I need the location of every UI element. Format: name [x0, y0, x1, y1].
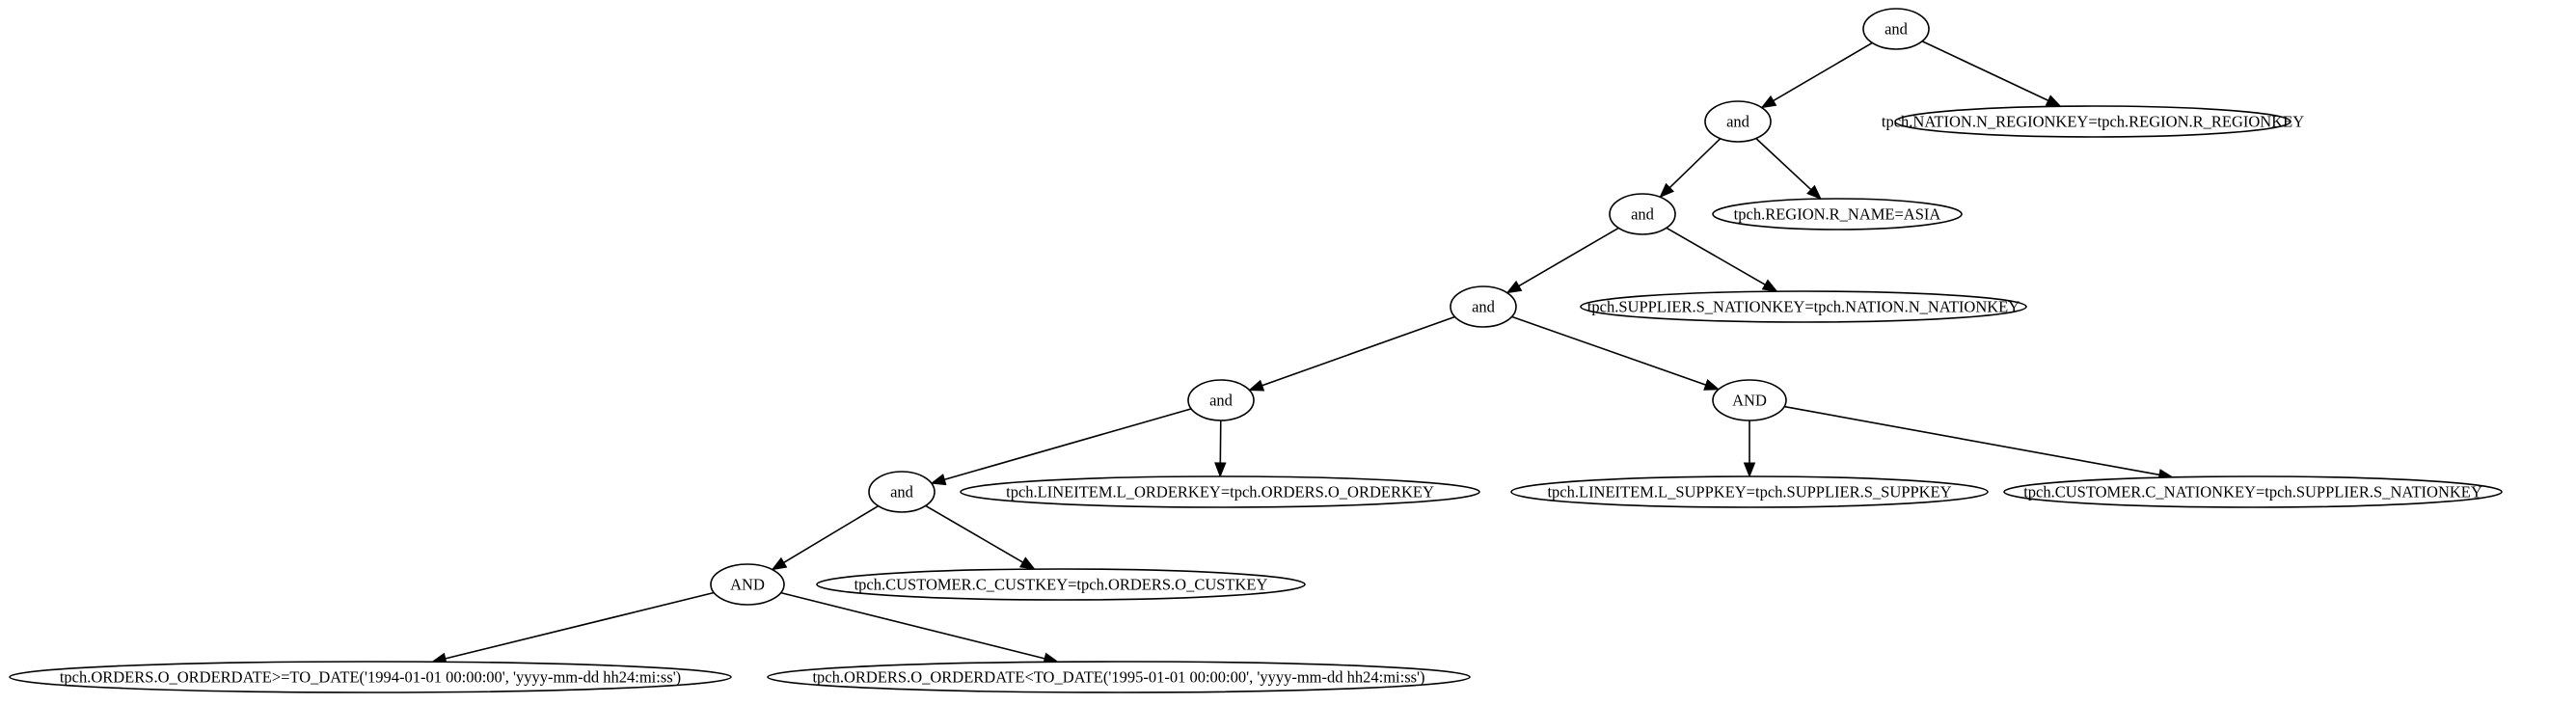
node-ellipse [1862, 8, 1930, 50]
node-label: tpch.NATION.N_REGIONKEY=tpch.REGION.R_RE… [1882, 113, 2304, 131]
node-ellipse [767, 661, 1471, 693]
node-ellipse [1712, 198, 1963, 230]
tree-node: and [1704, 100, 1772, 143]
edge-arrowhead [1760, 95, 1777, 109]
edge-line [1773, 41, 1873, 102]
node-label: and [1472, 298, 1496, 316]
tree-node: tpch.CUSTOMER.C_CUSTKEY=tpch.ORDERS.O_CU… [816, 568, 1306, 601]
edge-line [1666, 227, 1766, 285]
edge-line [1783, 405, 2160, 476]
node-label: tpch.ORDERS.O_ORDERDATE>=TO_DATE('1994-0… [60, 668, 681, 687]
node-label: AND [1732, 392, 1767, 410]
node-label: tpch.SUPPLIER.S_NATIONKEY=tpch.NATION.N_… [1587, 298, 2020, 316]
node-ellipse [1894, 105, 2291, 138]
node-label: and [1885, 20, 1909, 39]
tree-node: tpch.LINEITEM.L_SUPPKEY=tpch.SUPPLIER.S_… [1510, 475, 1989, 508]
tree-node: and [1187, 379, 1255, 421]
edge-line [944, 408, 1192, 481]
edges-layer [430, 41, 2175, 664]
node-ellipse [9, 661, 732, 693]
tree-node: tpch.SUPPLIER.S_NATIONKEY=tpch.NATION.N_… [1580, 290, 2027, 323]
edge-arrowhead [771, 556, 788, 571]
tree-node: and [1450, 285, 1517, 328]
edge-arrowhead [1018, 556, 1036, 570]
nodes-layer: and tpch.NATION.N_REGIONKEY=tpch.REGION.R… [9, 8, 2503, 693]
edge-arrowhead [1248, 379, 1265, 392]
node-ellipse [1609, 193, 1676, 235]
node-label: tpch.CUSTOMER.C_NATIONKEY=tpch.SUPPLIER.… [2023, 483, 2482, 502]
edge-line [1261, 315, 1455, 387]
edge-line [1511, 315, 1706, 386]
edge-arrowhead [1214, 462, 1227, 478]
node-ellipse [1450, 285, 1517, 328]
node-label: tpch.LINEITEM.L_SUPPKEY=tpch.SUPPLIER.S_… [1547, 483, 1951, 502]
node-label: AND [730, 576, 765, 594]
edge-line [783, 504, 880, 564]
edge-arrowhead [1761, 279, 1778, 292]
node-ellipse [960, 475, 1480, 508]
edge-arrowhead [1703, 379, 1721, 391]
node-ellipse [1187, 379, 1255, 421]
tree-node: tpch.NATION.N_REGIONKEY=tpch.REGION.R_RE… [1882, 105, 2304, 138]
tree-node: AND [710, 563, 785, 606]
tree-node: tpch.ORDERS.O_ORDERDATE>=TO_DATE('1994-0… [9, 661, 732, 693]
edge-line [445, 591, 715, 660]
tree-node: and [1862, 8, 1930, 50]
edge-line [1518, 227, 1619, 287]
node-label: tpch.ORDERS.O_ORDERDATE<TO_DATE('1995-01… [812, 668, 1424, 687]
node-label: and [890, 483, 914, 502]
node-ellipse [1704, 100, 1772, 143]
node-label: and [1631, 205, 1655, 224]
node-label: tpch.REGION.R_NAME=ASIA [1734, 205, 1941, 224]
edge-arrowhead [1806, 184, 1822, 201]
edge-line [780, 591, 1045, 660]
tree-node: and [1609, 193, 1676, 235]
edge-arrowhead [1659, 182, 1675, 199]
tree-node: and [868, 471, 935, 513]
edge-arrowhead [930, 474, 947, 486]
node-label: tpch.LINEITEM.L_ORDERKEY=tpch.ORDERS.O_O… [1006, 483, 1434, 502]
node-ellipse [1712, 379, 1787, 421]
edge-line [1921, 41, 2049, 101]
node-ellipse [1510, 475, 1989, 508]
node-ellipse [816, 568, 1306, 601]
node-ellipse [1580, 290, 2027, 323]
node-label: tpch.CUSTOMER.C_CUSTKEY=tpch.ORDERS.O_CU… [854, 576, 1268, 594]
edge-line [1755, 137, 1812, 191]
edge-line [925, 504, 1023, 563]
edge-line [1668, 138, 1722, 189]
node-label: and [1726, 113, 1750, 131]
node-ellipse [2003, 475, 2503, 508]
tree-node: tpch.CUSTOMER.C_NATIONKEY=tpch.SUPPLIER.… [2003, 475, 2503, 508]
tree-node: tpch.REGION.R_NAME=ASIA [1712, 198, 1963, 230]
node-label: and [1209, 392, 1234, 410]
node-ellipse [710, 563, 785, 606]
edge-arrowhead [2045, 95, 2062, 107]
tree-node: tpch.LINEITEM.L_ORDERKEY=tpch.ORDERS.O_O… [960, 475, 1480, 508]
edge-arrowhead [1743, 462, 1756, 478]
tree-node: AND [1712, 379, 1787, 421]
tree-node: tpch.ORDERS.O_ORDERDATE<TO_DATE('1995-01… [767, 661, 1471, 693]
node-ellipse [868, 471, 935, 513]
edge-arrowhead [1505, 280, 1523, 294]
